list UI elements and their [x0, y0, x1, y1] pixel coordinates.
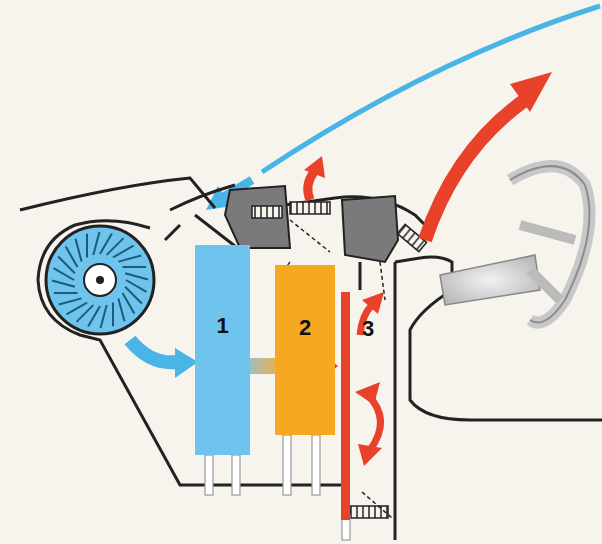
warm-air-arrowhead	[510, 72, 552, 112]
duct-block	[225, 186, 290, 248]
hvac-housing	[38, 221, 345, 500]
heater-core-box: 2	[275, 265, 335, 435]
steering-wheel	[440, 166, 590, 322]
windshield	[262, 6, 600, 172]
callout-number: 1	[216, 315, 228, 337]
warm-air-arrowhead	[358, 444, 382, 466]
warm-air-arrow	[308, 172, 314, 200]
fan-hub	[84, 264, 116, 296]
cowl-line	[170, 185, 235, 210]
callout-number: 3	[362, 318, 374, 340]
blower-fan	[46, 226, 154, 334]
duct-block	[342, 196, 398, 262]
callout-number: 2	[299, 317, 311, 339]
vent-grille	[290, 202, 330, 214]
blend-flap	[341, 292, 350, 520]
evaporator-box: 1	[195, 245, 250, 455]
air-arrow	[130, 340, 178, 362]
warm-air-arrowhead	[362, 292, 384, 314]
fan-axle	[96, 276, 104, 284]
hood-line	[20, 178, 215, 210]
vent-grille	[252, 206, 282, 218]
warm-air-arrow	[425, 100, 525, 240]
fan-blades	[52, 232, 148, 328]
vent-grille	[350, 506, 388, 518]
warm-air-arrowhead	[304, 156, 325, 178]
warm-air-arrowhead	[355, 382, 380, 405]
duct-wall	[360, 262, 395, 540]
